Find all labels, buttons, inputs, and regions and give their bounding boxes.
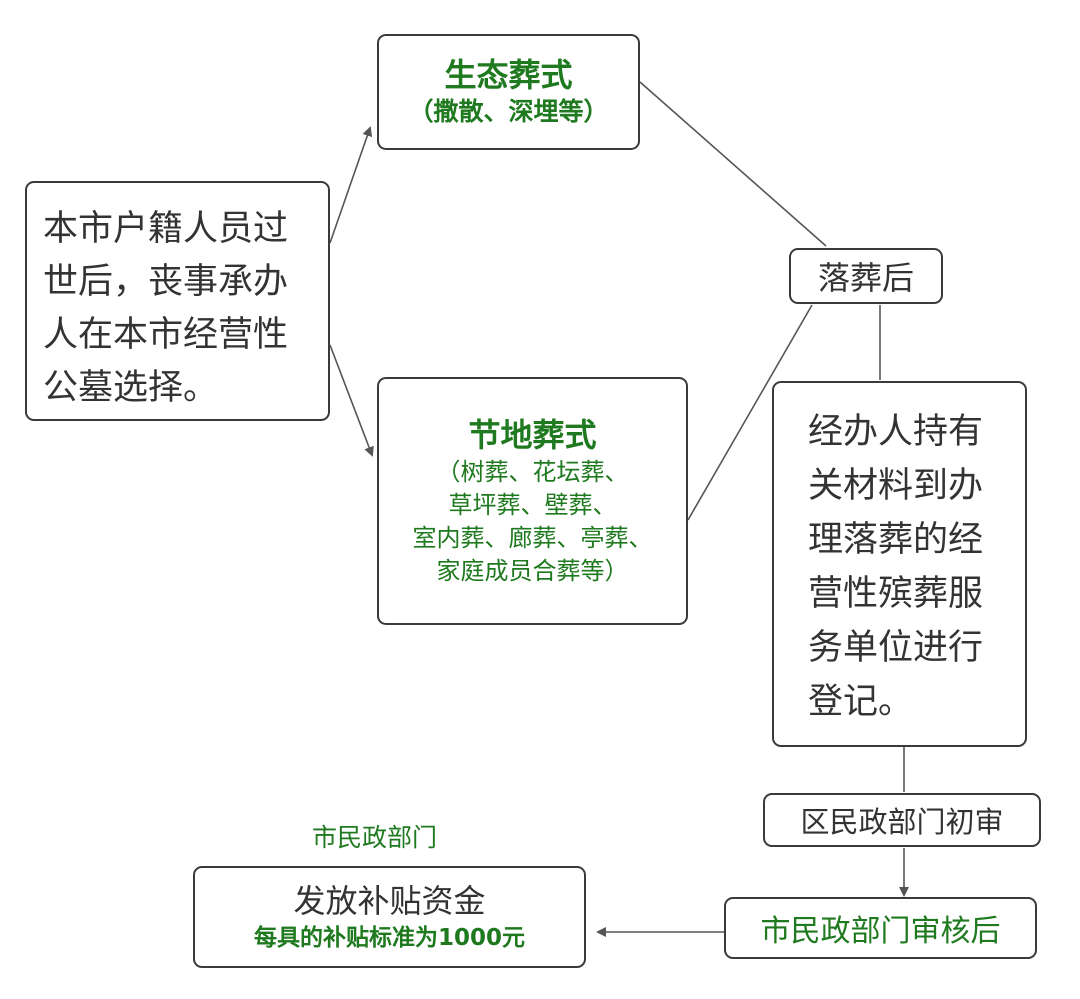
- registration-line-5: 务单位进行: [808, 628, 984, 668]
- eco-burial-title: 生态葬式: [444, 56, 573, 94]
- start-line-3: 人在本市经营性: [43, 315, 289, 355]
- city-dept-label: 市民政部门: [312, 823, 438, 852]
- arrow-start-to-land: [329, 344, 374, 457]
- registration-node: 经办人持有 关材料到办 理落葬的经 营性殡葬服 务单位进行 登记。: [772, 381, 1027, 747]
- registration-line-4: 营性殡葬服: [808, 574, 984, 614]
- land-burial-node: 节地葬式 （树葬、花坛葬、 草坪葬、壁葬、 室内葬、廊葬、亭葬、 家庭成员合葬等…: [377, 377, 688, 625]
- subsidy-note: 每具的补贴标准为1000元: [253, 925, 525, 951]
- land-burial-line-2: 草坪葬、壁葬、: [448, 491, 617, 519]
- start-line-2: 世后，丧事承办: [43, 262, 289, 302]
- start-line-4: 公墓选择。: [43, 368, 219, 408]
- land-burial-line-1: （树葬、花坛葬、: [436, 458, 629, 486]
- land-burial-line-3: 室内葬、廊葬、亭葬、: [412, 524, 653, 552]
- eco-burial-node: 生态葬式 （撒散、深埋等）: [377, 34, 640, 150]
- eco-burial-subtitle: （撒散、深埋等）: [408, 97, 609, 126]
- city-review-label: 市民政部门审核后: [760, 914, 1001, 949]
- subsidy-node: 发放补贴资金 每具的补贴标准为1000元: [193, 866, 586, 968]
- registration-line-3: 理落葬的经: [808, 520, 984, 560]
- land-burial-line-4: 家庭成员合葬等）: [436, 557, 629, 585]
- registration-line-1: 经办人持有: [808, 412, 984, 452]
- registration-line-6: 登记。: [808, 682, 914, 722]
- after-burial-node: 落葬后: [789, 248, 943, 304]
- district-review-node: 区民政部门初审: [763, 793, 1041, 847]
- registration-line-2: 关材料到办: [808, 466, 984, 506]
- arrow-start-to-eco: [329, 126, 373, 244]
- district-review-label: 区民政部门初审: [800, 805, 1004, 839]
- line-land-to-after: [687, 304, 813, 521]
- start-line-1: 本市户籍人员过: [43, 209, 289, 249]
- city-review-node: 市民政部门审核后: [724, 897, 1037, 959]
- subsidy-title: 发放补贴资金: [293, 882, 486, 920]
- line-eco-to-after: [639, 81, 827, 247]
- land-burial-title: 节地葬式: [468, 416, 597, 454]
- after-burial-label: 落葬后: [817, 259, 914, 297]
- start-node: 本市户籍人员过 世后，丧事承办 人在本市经营性 公墓选择。: [25, 181, 330, 421]
